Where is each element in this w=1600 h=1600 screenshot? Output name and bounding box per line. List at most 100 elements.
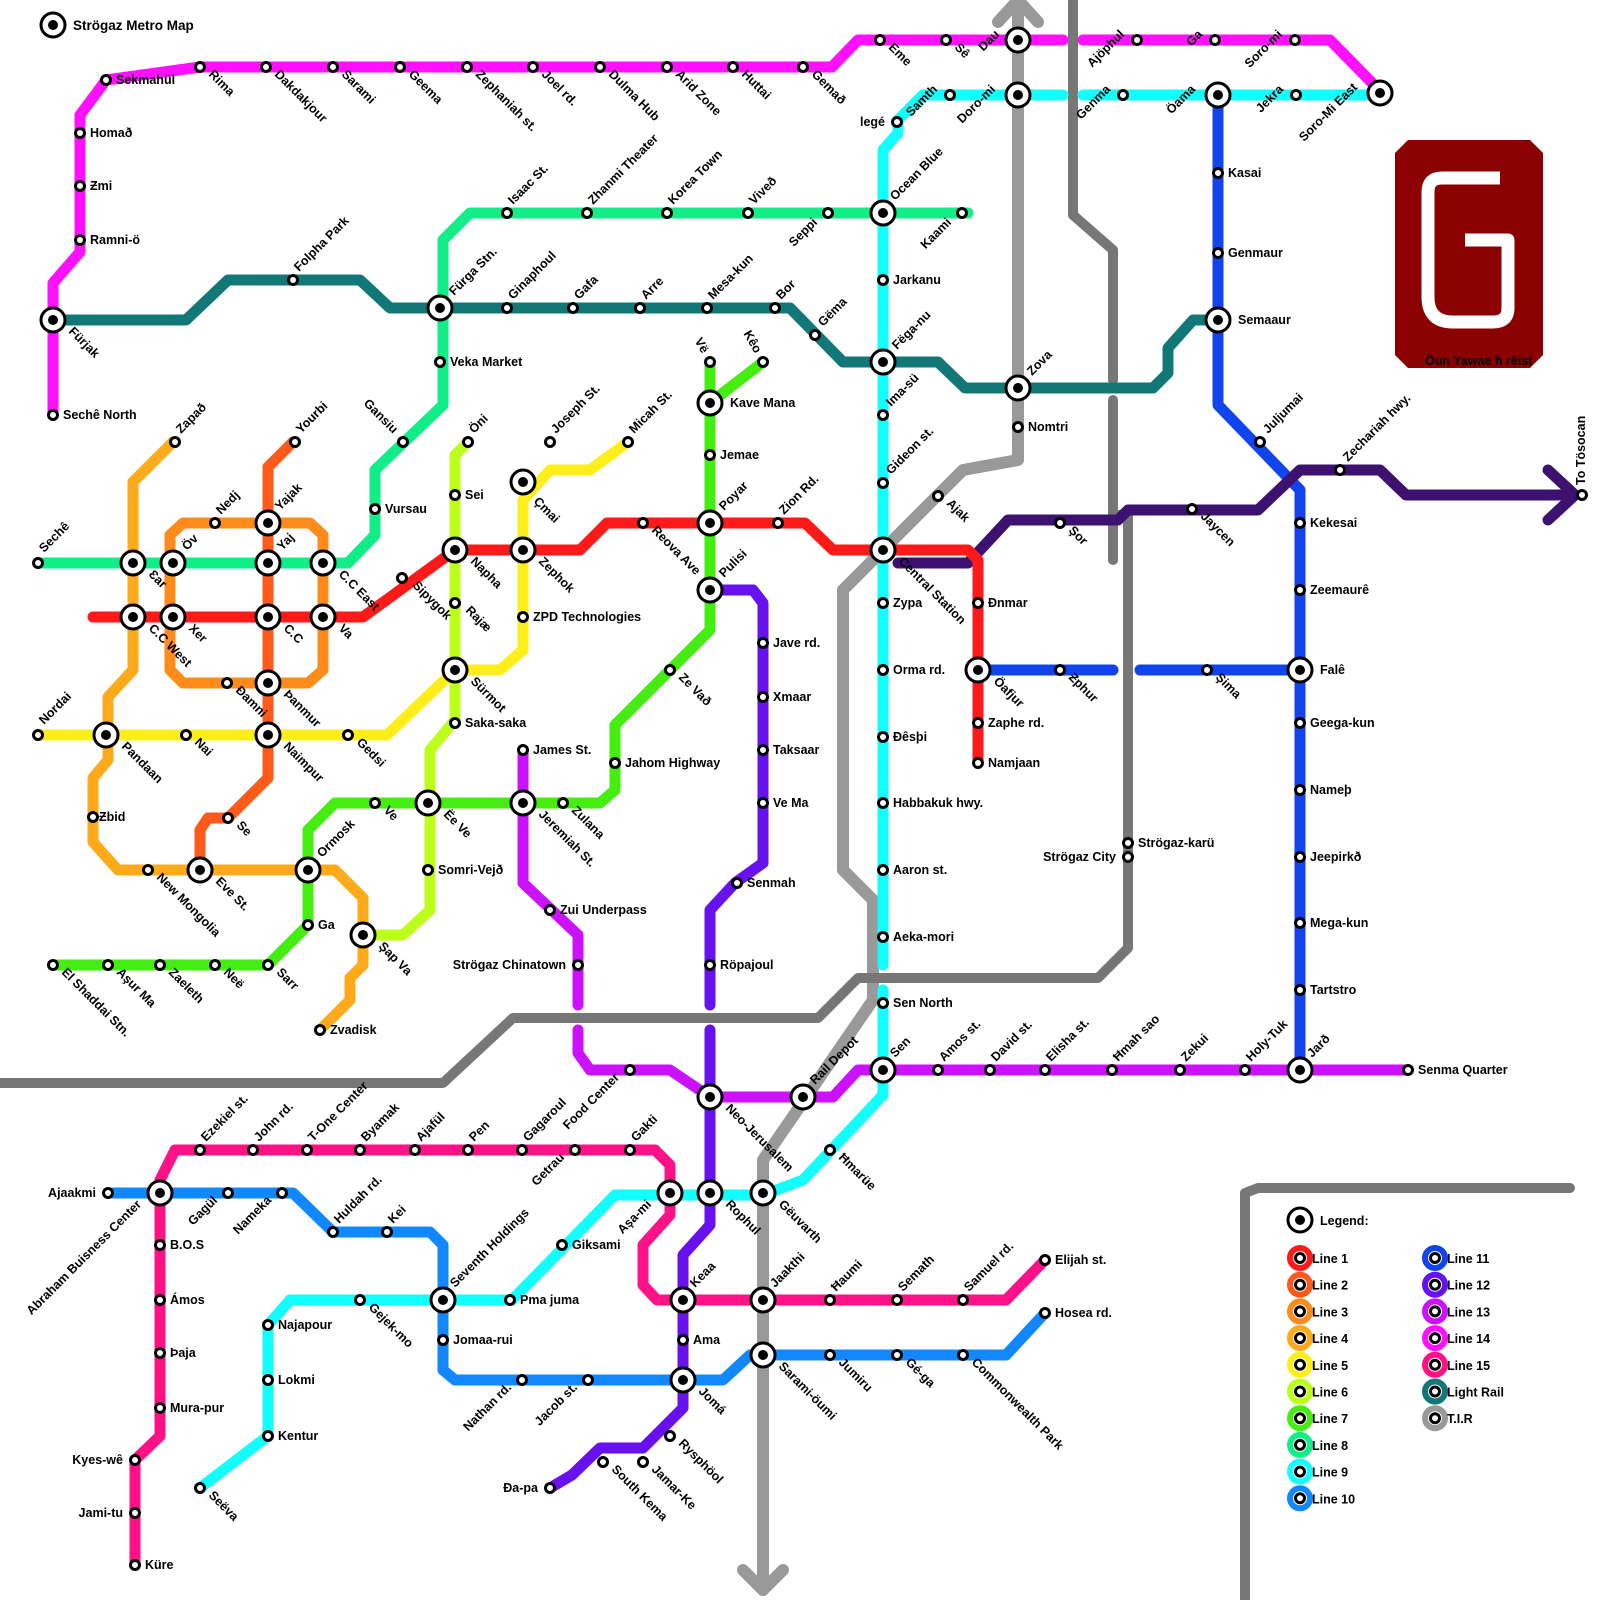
station-marker[interactable]: [891, 1349, 903, 1361]
station-marker[interactable]: [154, 1402, 166, 1414]
station-marker[interactable]: [327, 1226, 339, 1238]
station-marker[interactable]: [704, 356, 716, 368]
station-marker[interactable]: [47, 409, 59, 421]
station-marker[interactable]: [594, 61, 606, 73]
station-marker[interactable]: [957, 1349, 969, 1361]
station-marker[interactable]: [877, 477, 889, 489]
station-marker[interactable]: [32, 557, 44, 569]
station-marker[interactable]: [661, 61, 673, 73]
station-marker[interactable]: [221, 677, 233, 689]
station-marker[interactable]: [637, 1456, 649, 1468]
station-marker[interactable]: [194, 61, 206, 73]
station-marker[interactable]: [504, 1294, 516, 1306]
station-marker[interactable]: [757, 356, 769, 368]
station-marker[interactable]: [1131, 34, 1143, 46]
station-marker[interactable]: [1212, 247, 1224, 259]
station-marker[interactable]: [369, 797, 381, 809]
station-marker[interactable]: [409, 1144, 421, 1156]
station-marker[interactable]: [544, 904, 556, 916]
station-marker[interactable]: [742, 207, 754, 219]
station-marker[interactable]: [194, 1482, 206, 1494]
station-marker[interactable]: [102, 1187, 114, 1199]
station-marker[interactable]: [769, 302, 781, 314]
station-marker[interactable]: [180, 729, 192, 741]
station-marker[interactable]: [556, 1239, 568, 1251]
station-marker[interactable]: [129, 1559, 141, 1571]
station-marker[interactable]: [47, 959, 59, 971]
station-marker[interactable]: [877, 931, 889, 943]
station-marker[interactable]: [569, 1144, 581, 1156]
station-marker[interactable]: [422, 864, 434, 876]
station-marker[interactable]: [1201, 664, 1213, 676]
station-marker[interactable]: [797, 61, 809, 73]
station-marker[interactable]: [1254, 436, 1266, 448]
station-marker[interactable]: [74, 180, 86, 192]
station-marker[interactable]: [1294, 784, 1306, 796]
station-marker[interactable]: [154, 1294, 166, 1306]
station-marker[interactable]: [516, 1374, 528, 1386]
station-marker[interactable]: [567, 302, 579, 314]
station-marker[interactable]: [634, 302, 646, 314]
station-marker[interactable]: [449, 717, 461, 729]
station-marker[interactable]: [772, 517, 784, 529]
station-marker[interactable]: [260, 61, 272, 73]
station-marker[interactable]: [940, 34, 952, 46]
station-marker[interactable]: [581, 207, 593, 219]
station-marker[interactable]: [544, 1482, 556, 1494]
station-marker[interactable]: [1122, 837, 1134, 849]
station-marker[interactable]: [1122, 851, 1134, 863]
station-marker[interactable]: [396, 572, 408, 584]
station-marker[interactable]: [262, 1374, 274, 1386]
station-marker[interactable]: [342, 729, 354, 741]
station-marker[interactable]: [572, 959, 584, 971]
station-marker[interactable]: [877, 797, 889, 809]
station-marker[interactable]: [824, 1294, 836, 1306]
station-marker[interactable]: [877, 731, 889, 743]
station-marker[interactable]: [932, 490, 944, 502]
station-marker[interactable]: [154, 1239, 166, 1251]
station-marker[interactable]: [129, 1507, 141, 1519]
station-marker[interactable]: [809, 329, 821, 341]
station-marker[interactable]: [461, 61, 473, 73]
station-marker[interactable]: [209, 517, 221, 529]
station-marker[interactable]: [1054, 517, 1066, 529]
station-marker[interactable]: [32, 729, 44, 741]
station-marker[interactable]: [222, 812, 234, 824]
station-marker[interactable]: [1294, 584, 1306, 596]
station-marker[interactable]: [262, 959, 274, 971]
station-marker[interactable]: [972, 717, 984, 729]
station-marker[interactable]: [984, 1064, 996, 1076]
station-marker[interactable]: [972, 597, 984, 609]
station-marker[interactable]: [154, 959, 166, 971]
station-marker[interactable]: [891, 1294, 903, 1306]
station-marker[interactable]: [394, 61, 406, 73]
station-marker[interactable]: [1174, 1064, 1186, 1076]
station-marker[interactable]: [516, 1144, 528, 1156]
station-marker[interactable]: [1117, 89, 1129, 101]
station-marker[interactable]: [877, 274, 889, 286]
station-marker[interactable]: [100, 74, 112, 86]
station-marker[interactable]: [1294, 851, 1306, 863]
station-marker[interactable]: [262, 1319, 274, 1331]
station-marker[interactable]: [1039, 1064, 1051, 1076]
station-marker[interactable]: [501, 302, 513, 314]
station-marker[interactable]: [874, 34, 886, 46]
station-marker[interactable]: [517, 611, 529, 623]
station-marker[interactable]: [301, 1144, 313, 1156]
station-marker[interactable]: [434, 356, 446, 368]
station-marker[interactable]: [129, 1454, 141, 1466]
station-marker[interactable]: [1576, 489, 1588, 501]
station-marker[interactable]: [517, 744, 529, 756]
station-marker[interactable]: [74, 127, 86, 139]
station-marker[interactable]: [74, 234, 86, 246]
station-marker[interactable]: [1294, 917, 1306, 929]
station-marker[interactable]: [622, 436, 634, 448]
station-marker[interactable]: [701, 302, 713, 314]
station-marker[interactable]: [1212, 167, 1224, 179]
station-marker[interactable]: [437, 1334, 449, 1346]
station-marker[interactable]: [1039, 1254, 1051, 1266]
station-marker[interactable]: [102, 959, 114, 971]
station-marker[interactable]: [87, 811, 99, 823]
station-marker[interactable]: [327, 61, 339, 73]
station-marker[interactable]: [677, 1334, 689, 1346]
